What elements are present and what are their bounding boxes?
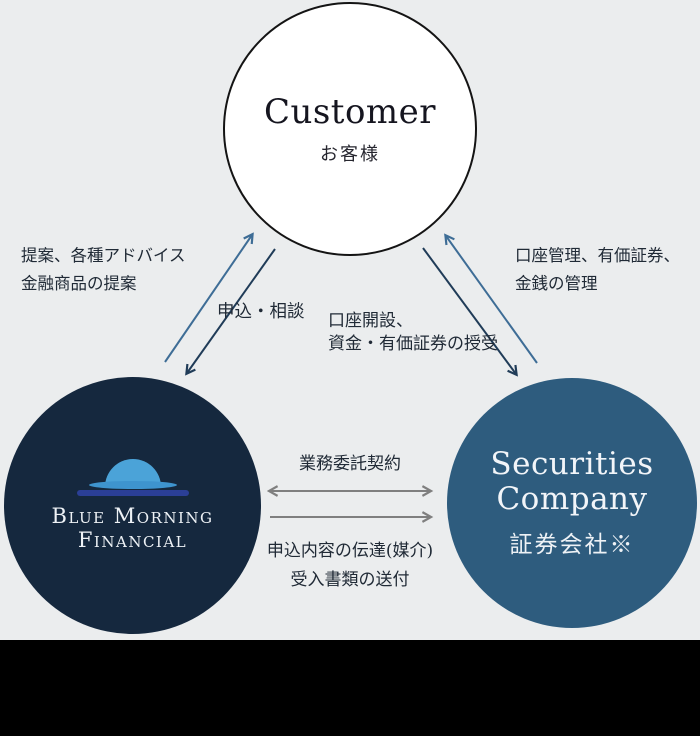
horizon-band-shape: [76, 489, 189, 496]
label-outsourcing-contract: 業務委託契約: [299, 454, 401, 474]
rising-sun-logo-icon: [76, 458, 189, 496]
label-account-opening-line2: 資金・有価証券の授受: [328, 334, 498, 354]
label-account-management: 口座管理、有価証券、 金銭の管理: [515, 242, 680, 298]
securities-title-line1: Securities: [490, 445, 654, 482]
label-advice: 提案、各種アドバイス 金融商品の提案: [21, 242, 186, 298]
customer-title: Customer: [263, 92, 437, 132]
label-advice-line2: 金融商品の提案: [21, 274, 137, 293]
label-advice-line1: 提案、各種アドバイス: [21, 246, 186, 265]
arrow-customer-to-securities: [422, 247, 516, 374]
label-relay-line2: 受入書類の送付: [290, 570, 410, 590]
label-account-management-line1: 口座管理、有価証券、: [515, 246, 680, 265]
label-application-consultation: 申込・相談: [217, 302, 305, 322]
arrow-customer-to-bluemorning: [187, 248, 276, 373]
arrow-bluemorning-to-customer: [164, 235, 252, 363]
blue-morning-name-line1: Blue Morning: [51, 503, 214, 528]
label-relay-line1: 申込内容の伝達(媒介): [266, 541, 434, 561]
customer-subtitle-ja: お客様: [320, 144, 380, 165]
blue-morning-wordmark: Blue Morning Financial: [51, 503, 214, 552]
label-account-management-line2: 金銭の管理: [515, 274, 598, 293]
label-relay: 申込内容の伝達(媒介) 受入書類の送付: [240, 537, 460, 595]
securities-subtitle-ja: 証券会社※: [509, 532, 635, 559]
securities-title: Securities Company: [490, 445, 654, 518]
arrow-securities-to-customer: [446, 236, 538, 364]
blue-morning-name-line2: Financial: [77, 527, 188, 552]
securities-title-line2: Company: [496, 481, 648, 517]
blue-morning-node: Blue Morning Financial: [4, 377, 261, 634]
footer-black-bar: [0, 640, 700, 736]
customer-node: Customer お客様: [223, 2, 477, 256]
securities-company-node: Securities Company 証券会社※: [447, 378, 697, 628]
label-account-opening-line1: 口座開設、: [328, 311, 413, 331]
label-account-opening: 口座開設、 資金・有価証券の授受: [328, 310, 498, 356]
water-line-shape: [88, 480, 177, 489]
